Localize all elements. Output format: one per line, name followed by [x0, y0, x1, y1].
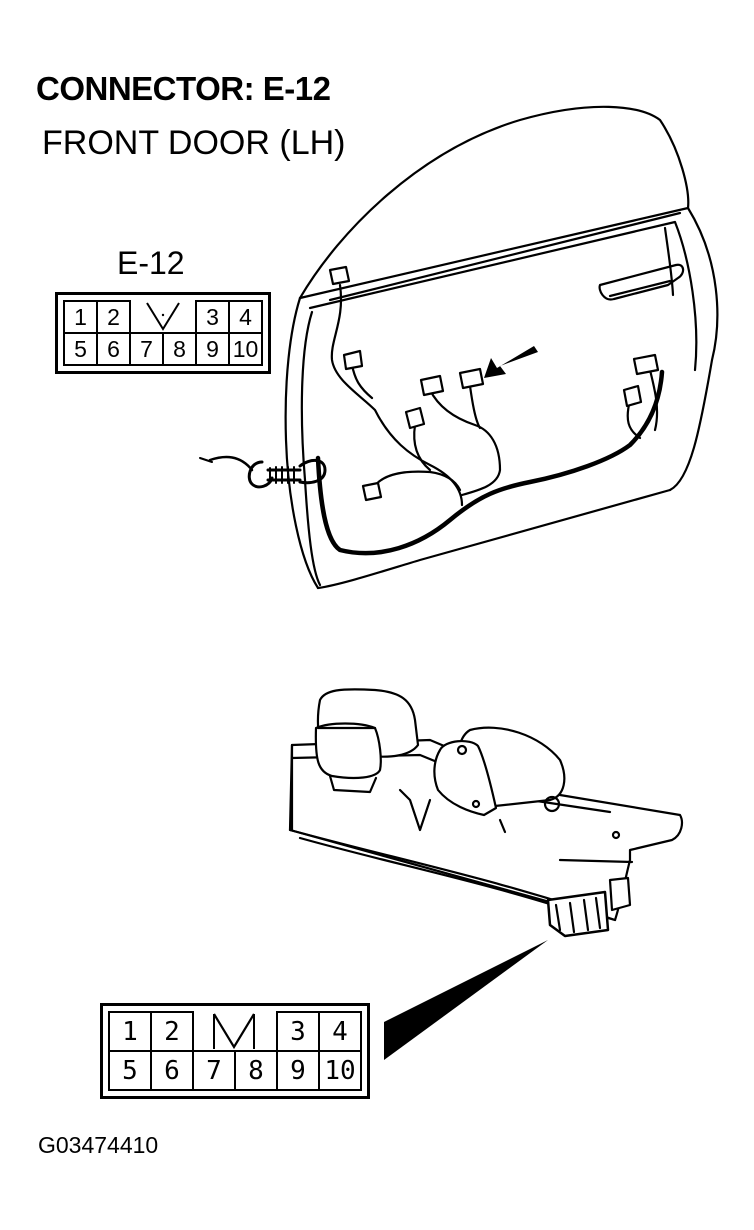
- triangle-key-icon: [213, 1013, 255, 1049]
- pin-cell: 4: [228, 300, 263, 334]
- pin-cell: 8: [234, 1050, 278, 1091]
- pin-cell: 5: [108, 1050, 152, 1091]
- arrow-icon: [484, 346, 538, 378]
- pin-cell: 3: [195, 300, 230, 334]
- wiring-harness: [315, 369, 665, 556]
- location-subtitle: FRONT DOOR (LH): [42, 124, 346, 162]
- door-outline: [298, 105, 690, 300]
- connector-pinout-small: 1 2 3 4 5 6 7 8 9 10: [55, 292, 271, 374]
- pin-cell: 6: [150, 1050, 194, 1091]
- pin-cell: 4: [318, 1011, 362, 1052]
- pin-cell: 10: [318, 1050, 362, 1091]
- switch-connector-socket: [546, 890, 610, 938]
- pin-cell: 1: [108, 1011, 152, 1052]
- pin-cell: 10: [228, 332, 263, 366]
- pin-cell: 7: [129, 332, 164, 366]
- connector-id-label: E-12: [117, 245, 185, 281]
- pin-cell: 5: [63, 332, 98, 366]
- connector-title: CONNECTOR: E-12: [36, 70, 331, 107]
- pin-cell: 9: [195, 332, 230, 366]
- pin-cell: 1: [63, 300, 98, 334]
- figure-id: G03474410: [38, 1132, 159, 1158]
- pin-cell: 6: [96, 332, 131, 366]
- pin-cell: 2: [96, 300, 131, 334]
- window-switch-body: [288, 738, 683, 922]
- pin-cell: 2: [150, 1011, 194, 1052]
- pin-cell: 8: [162, 332, 197, 366]
- pointer-wedge: [384, 940, 548, 1060]
- pin-cell: 7: [192, 1050, 236, 1091]
- triangle-key-icon: [146, 302, 180, 331]
- connector-pinout-large: 1 2 3 4 5 6 7 8 9 10: [100, 1003, 370, 1099]
- pin-cell: 3: [276, 1011, 320, 1052]
- pin-cell: 9: [276, 1050, 320, 1091]
- lock-key-cell: [192, 1012, 278, 1052]
- grommet: [247, 460, 274, 489]
- lock-key-cell: [129, 301, 197, 334]
